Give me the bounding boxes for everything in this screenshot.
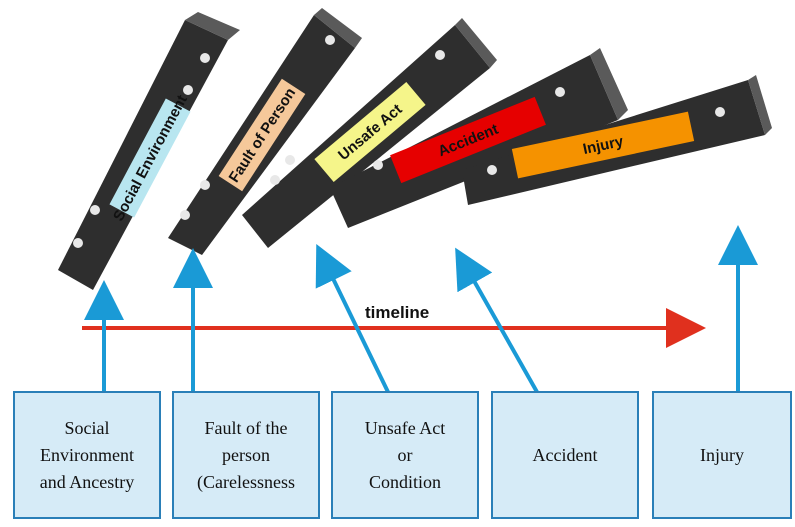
domino-injury: Injury xyxy=(462,75,772,205)
domino-label-bg-2 xyxy=(218,78,306,192)
domino-label-bg-4 xyxy=(390,96,546,184)
box-unsafe-act: Unsafe Act or Condition xyxy=(331,391,479,519)
domino-fault-of-person: Fault of Person xyxy=(168,8,362,255)
arrow-accident xyxy=(455,247,539,393)
box-accident: Accident xyxy=(491,391,639,519)
box-injury: Injury xyxy=(652,391,792,519)
domino-label-bg-1 xyxy=(109,98,191,218)
timeline-label: timeline xyxy=(365,303,429,322)
box-fault-of-person: Fault of the person (Carelessness xyxy=(172,391,320,519)
box-social-environment: Social Environment and Ancestry xyxy=(13,391,161,519)
arrow-unsafe-act xyxy=(315,244,390,393)
domino-label-bg-3 xyxy=(314,81,426,183)
domino-label-bg-5 xyxy=(511,111,695,179)
domino-social-environment: Social Environment xyxy=(58,12,240,290)
